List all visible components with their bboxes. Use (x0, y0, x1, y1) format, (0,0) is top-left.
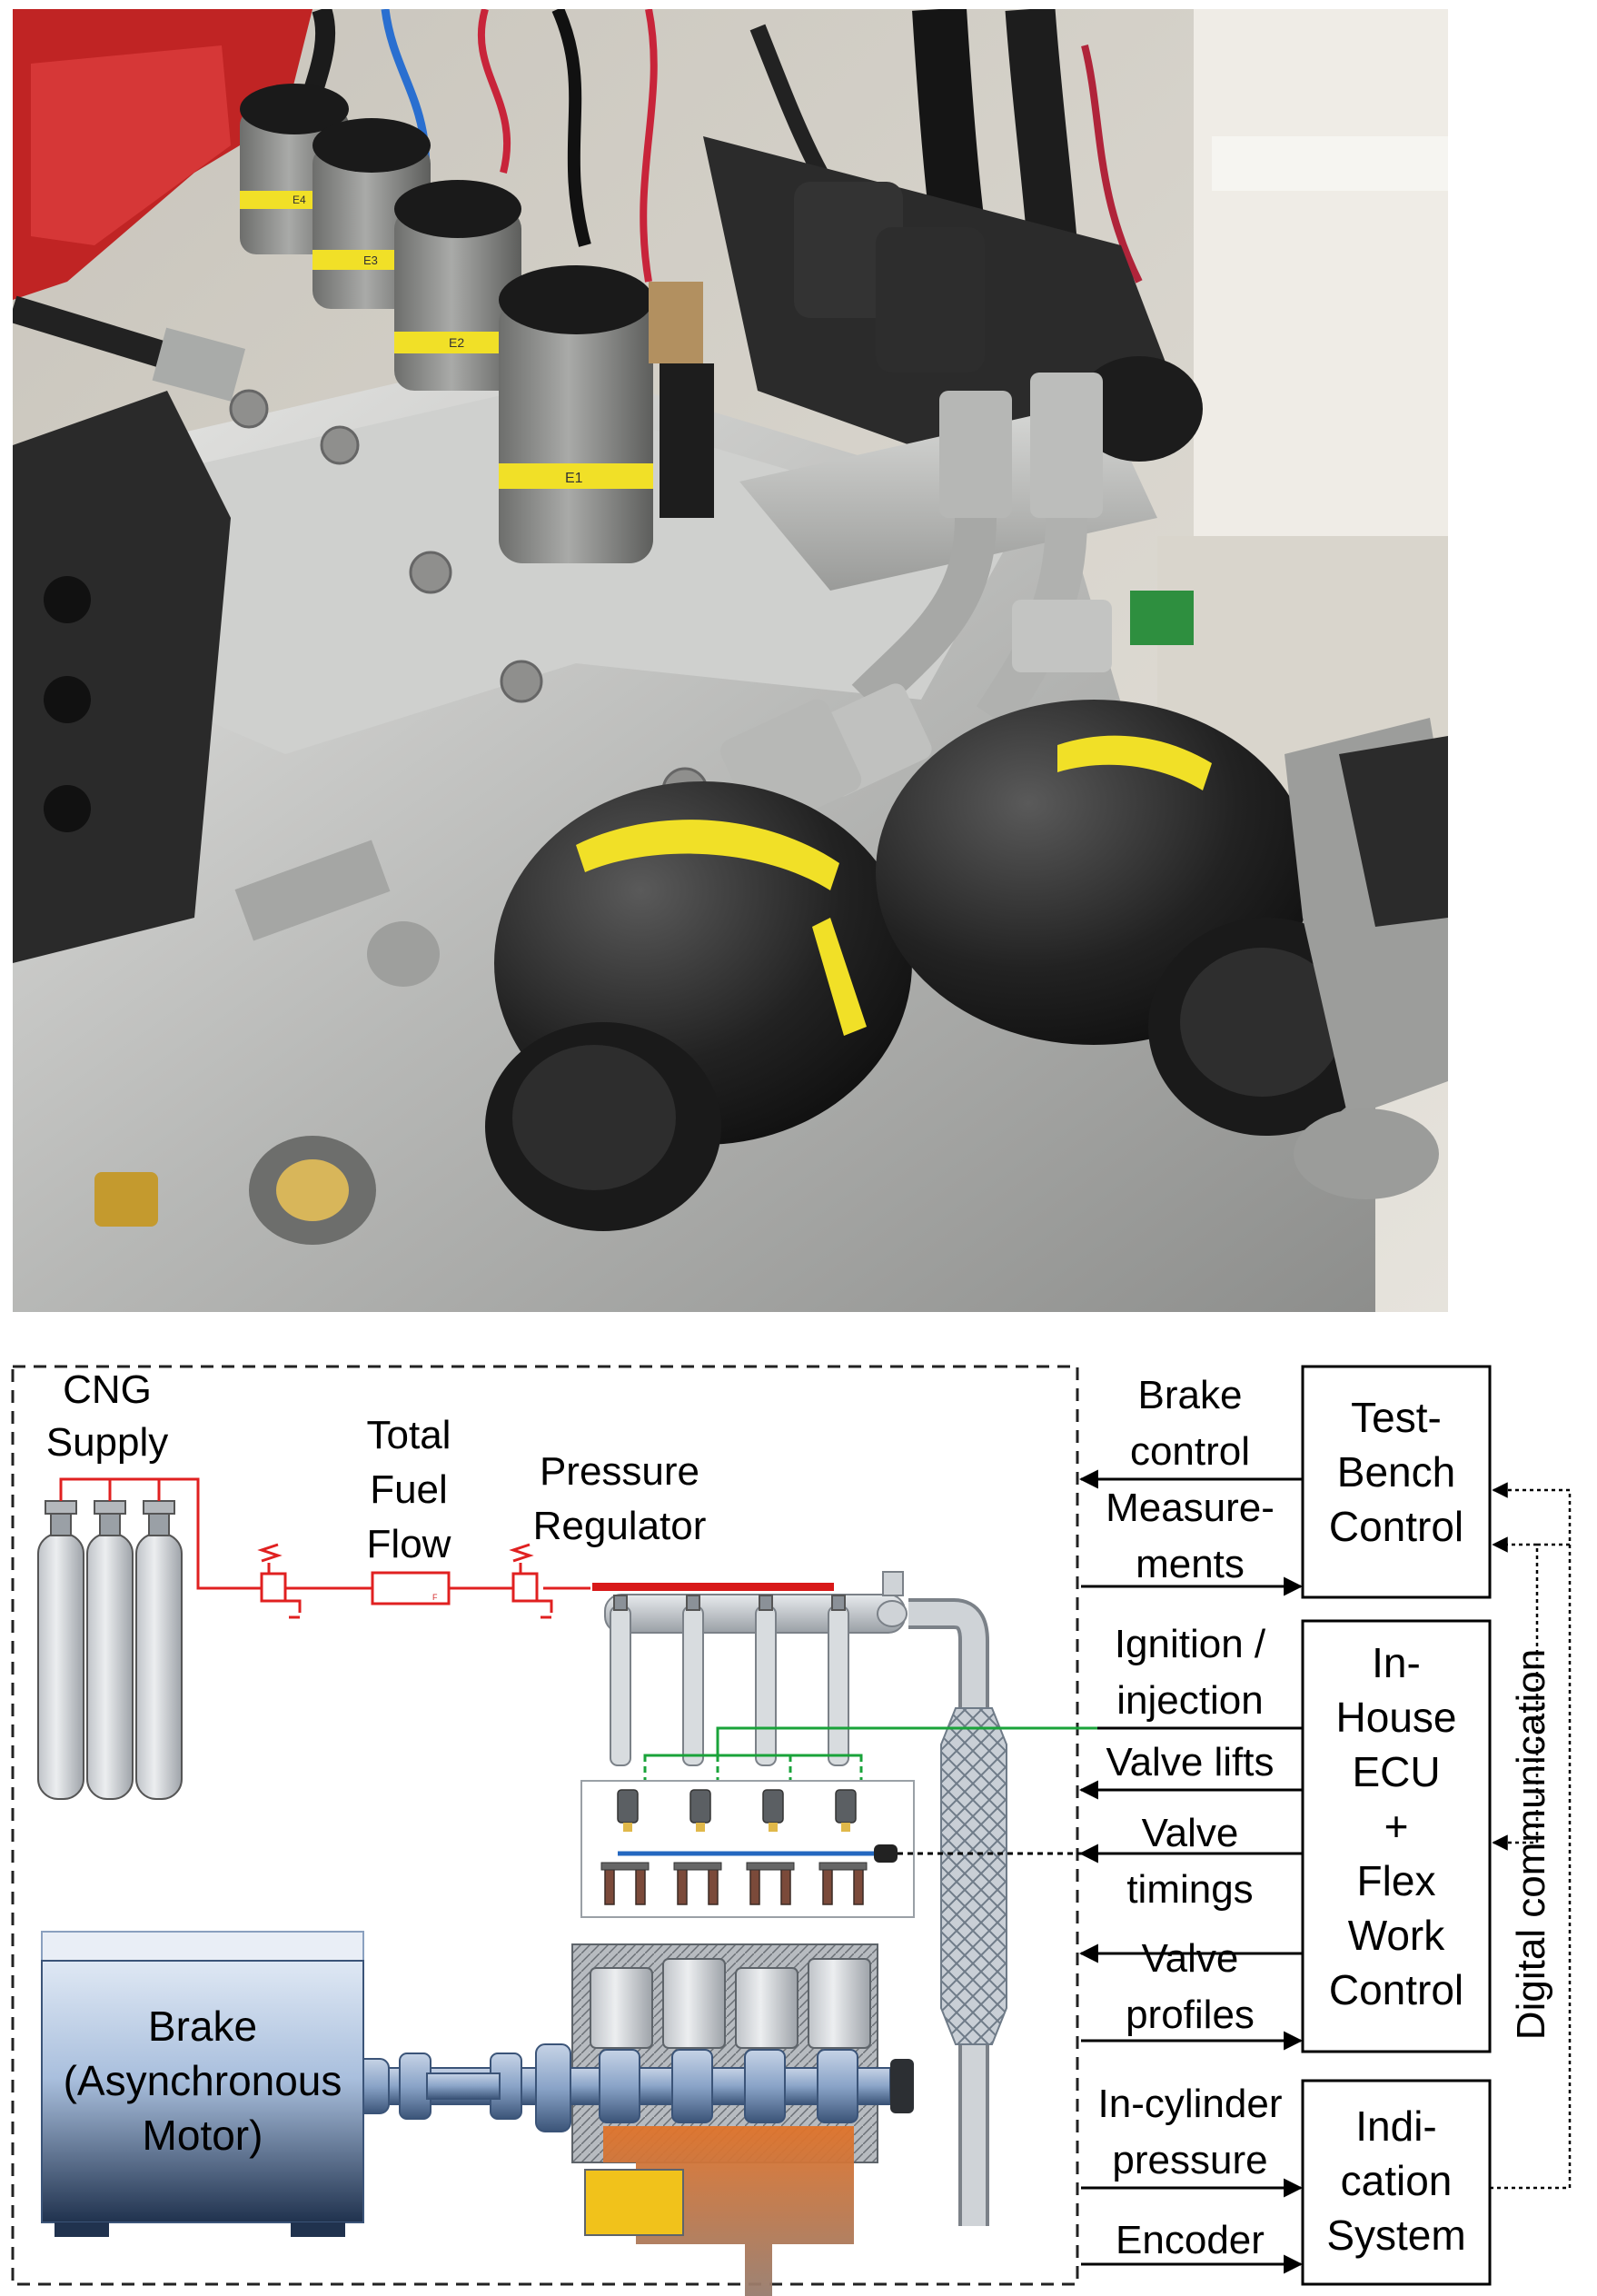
pressure-regulator-label-line1: Pressure (540, 1449, 699, 1494)
photo-label-e2: E2 (449, 335, 464, 350)
fuel-flowmeter (371, 1571, 451, 1605)
ecu-line4: + (1384, 1803, 1409, 1850)
oil-sump (584, 2169, 684, 2236)
valve-profiles-label-2: profiles (1126, 1993, 1255, 2037)
brake-label-line2: (Asynchronous (64, 2057, 342, 2104)
ignition-injection-label-1: Ignition / (1115, 1622, 1266, 1666)
pressure-regulator-symbol (509, 1543, 553, 1619)
fuel-rail-red (592, 1583, 834, 1591)
fuel-supply-line (59, 1477, 590, 1590)
photo-label-e3: E3 (363, 253, 378, 267)
indication-line2: cation (1341, 2157, 1453, 2204)
brake-label-line1: Brake (148, 2003, 257, 2050)
test-bench-control-box (1301, 1365, 1492, 1599)
cng-supply-label-line2: Supply (46, 1420, 169, 1465)
test-bench-line1: Test- (1351, 1394, 1442, 1441)
cng-supply-label-line1: CNG (63, 1367, 152, 1412)
encoder-label: Encoder (1116, 2218, 1265, 2262)
digital-communication-label: Digital communication (1509, 1649, 1553, 2040)
cng-cylinders (37, 1500, 183, 1800)
brake-control-label-1: Brake (1138, 1373, 1243, 1417)
engine-photo: E4 E3 E2 E1 (13, 9, 1448, 1312)
test-bench-line3: Control (1329, 1503, 1463, 1550)
ignition-injection-label-2: injection (1116, 1678, 1263, 1723)
valve-timings-label-2: timings (1126, 1867, 1253, 1912)
total-fuel-flow-label-line3: Flow (367, 1522, 451, 1566)
shutoff-valve-symbol (257, 1543, 302, 1619)
valve-timings-label-1: Valve (1142, 1811, 1239, 1855)
total-fuel-flow-label-line1: Total (367, 1413, 451, 1457)
indication-system-box (1301, 2079, 1492, 2286)
exhaust-manifold (603, 2126, 854, 2296)
flowmeter-mark: F (432, 1593, 438, 1602)
pressure-regulator-label-line2: Regulator (533, 1504, 707, 1548)
brake-asynchronous-motor (41, 1931, 364, 2237)
ecu-line6: Work (1348, 1912, 1445, 1959)
test-bench-schematic: CNG Supply F Total Fuel Flow Pressure Re… (11, 1365, 1572, 2296)
brake-label-line3: Motor) (143, 2112, 263, 2159)
valve-profiles-label-1: Valve (1142, 1936, 1239, 1981)
engine-system-boundary (11, 1365, 1079, 2286)
injectors (617, 1789, 857, 1832)
ecu-line5: Flex (1357, 1857, 1436, 1904)
ecu-line7: Control (1329, 1966, 1463, 2013)
valve-lifts-label: Valve lifts (1106, 1740, 1274, 1784)
total-fuel-flow-label-line2: Fuel (370, 1467, 448, 1512)
pistons (590, 1958, 871, 2049)
photo-label-e1: E1 (565, 471, 583, 486)
in-cylinder-pressure-label-2: pressure (1112, 2138, 1267, 2182)
in-cylinder-pressure-label-1: In-cylinder (1098, 2082, 1283, 2126)
test-bench-line2: Bench (1337, 1448, 1455, 1496)
brake-control-label-2: control (1130, 1429, 1250, 1474)
measurements-label-2: ments (1136, 1542, 1245, 1586)
injector-tubes (610, 1605, 849, 1766)
indication-line3: System (1326, 2212, 1465, 2259)
ecu-box (1301, 1619, 1492, 2053)
injection-signal-lines (643, 1726, 1097, 1757)
ecu-line3: ECU (1352, 1748, 1440, 1795)
indication-line1: Indi- (1355, 2102, 1436, 2150)
ecu-line1: In- (1372, 1639, 1421, 1686)
measurements-label-1: Measure- (1106, 1486, 1275, 1530)
photo-label-e4: E4 (293, 194, 306, 206)
catalytic-converter (940, 1707, 1007, 2045)
ecu-line2: House (1336, 1694, 1457, 1741)
